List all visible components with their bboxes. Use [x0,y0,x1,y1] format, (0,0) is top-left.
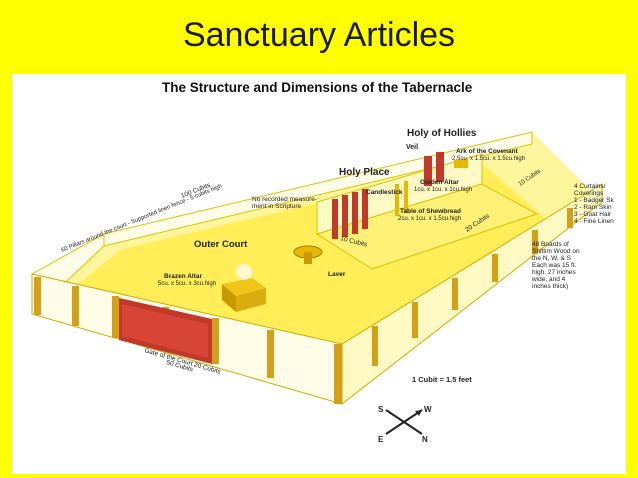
boards-line: wide, and 4 [531,276,566,283]
coverings-line: 3 - Goat Hair [574,211,612,218]
shewbread-dims-label: 2cu. x 1cu. x 1.5cu.high [398,216,461,222]
ark-of-covenant [454,160,468,168]
golden-altar-dims-label: 1cu. x 1cu. x 1cu.high [414,187,472,193]
brazen-altar-title-label: Brazen Altar [164,273,203,280]
veil [424,156,432,186]
diagram-title: The Structure and Dimensions of the Tabe… [162,80,473,95]
no-record-label-2: ment in Scripture [252,203,302,210]
compass-s: S [378,405,384,414]
holy-of-hollies-label: Holy of Hollies [407,128,477,139]
golden-altar-title-label: Golden Altar [420,179,459,186]
no-record-label-1: No recorded measure- [252,196,317,203]
holy-place-label: Holy Place [339,167,390,178]
ark-title-label: Ark of the Covenant [456,148,519,155]
coverings-line: 2 - Ram Skin [574,204,612,211]
cubit-note: 1 Cubit = 1.5 feet [412,375,472,384]
veil-label: Veil [406,144,418,151]
diagram-panel: The Structure and Dimensions of the Tabe… [12,74,626,474]
boards-line: Shittim Wood on [532,248,580,255]
boards-line: Each was 15 ft. [532,262,577,269]
boards-line: inches thick) [532,283,568,290]
tabernacle-floor [315,183,539,270]
outer-court-label: Outer Court [194,239,248,250]
coverings-list: 4 Curtains/ Coverings 1 - Badger Sk 2 - … [574,183,614,225]
laver-label: Laver [328,271,346,278]
ark-dims-label: 2.5cu. x 1.5cu. x 1.5cu.high [452,156,525,162]
holy-place-boards [332,181,408,239]
coverings-line: 4 Curtains/ [574,183,606,190]
slide-title: Sanctuary Articles [182,16,456,54]
coverings-line: Coverings [574,190,604,197]
compass-icon: S W E N [378,405,432,444]
boards-list: 48 Boards of Shittim Wood on the N, W, &… [531,241,580,290]
boards-line: 48 Boards of [532,241,569,248]
compass-w: W [424,405,432,414]
compass-e: E [378,435,384,444]
boards-line: high, 27 inches [532,269,576,276]
compass-n: N [422,435,428,444]
boards-line: the N, W, & S [532,255,572,262]
shewbread-title-label: Table of Shewbread [400,208,461,215]
coverings-line: 1 - Badger Sk [574,197,614,204]
candlestick-label: Candlestick [366,189,403,196]
brazen-altar-dims-label: 5cu. x 5cu. x 3cu.high [158,281,216,287]
right-pillars [372,208,573,366]
gate-curtain-highlight [122,304,208,358]
tabernacle-diagram: The Structure and Dimensions of the Tabe… [31,80,614,444]
altar-fire [236,264,252,280]
brazen-altar [222,278,266,296]
coverings-line: 4 - Fine Linen [574,218,614,225]
